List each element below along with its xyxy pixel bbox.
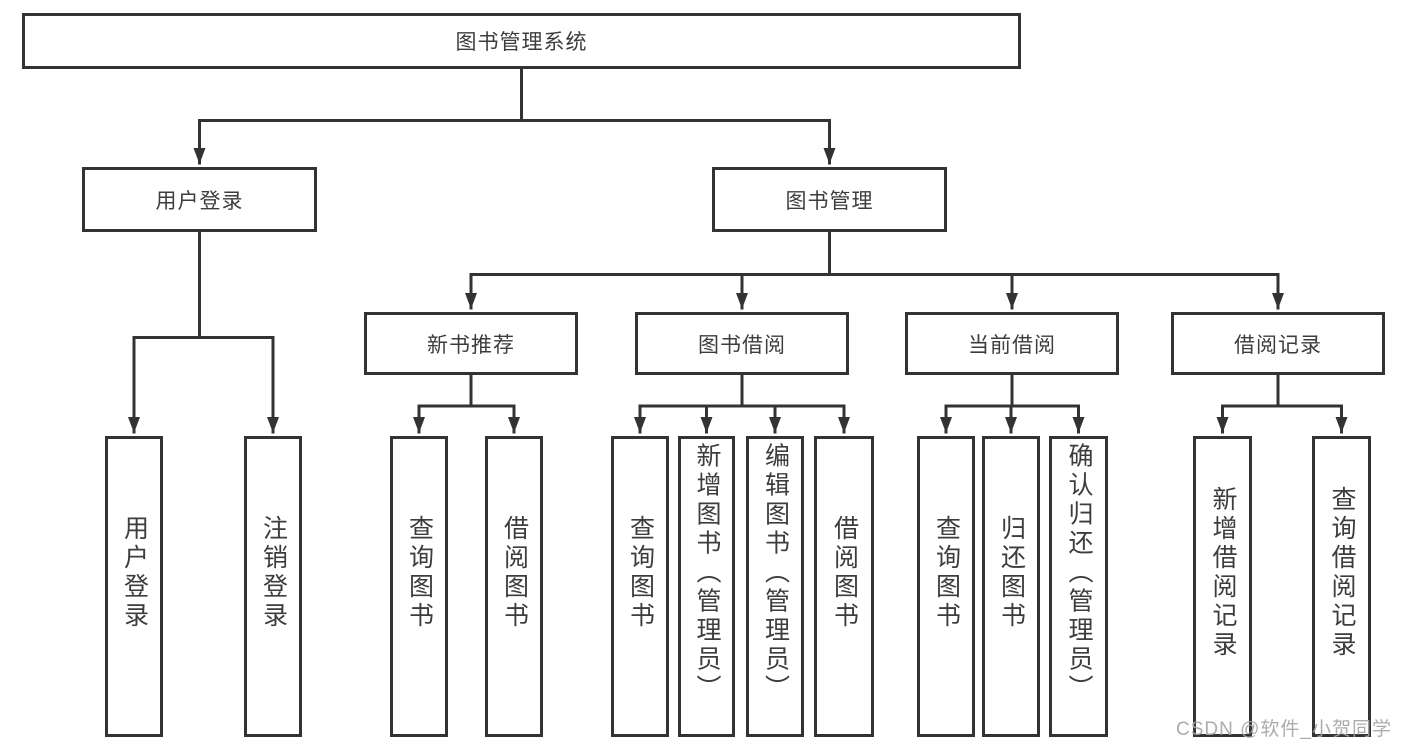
leaf-query-books-recommend-label: 查询图书 bbox=[405, 514, 434, 631]
leaf-query-books-borrowing: 查询图书 bbox=[611, 436, 669, 737]
leaf-borrow-books: 借阅图书 bbox=[814, 436, 874, 737]
node-user-login: 用户登录 bbox=[82, 167, 317, 232]
leaf-borrow-books-recommend-label: 借阅图书 bbox=[500, 514, 529, 631]
leaf-add-borrow-record: 新增借阅记录 bbox=[1193, 436, 1252, 737]
leaf-confirm-return-admin: 确认归还（管理员） bbox=[1049, 436, 1108, 737]
node-current-borrowing: 当前借阅 bbox=[905, 312, 1119, 375]
leaf-confirm-return-admin-label: 确认归还（管理员） bbox=[1065, 442, 1093, 703]
watermark: CSDN @软件_小贺同学 bbox=[1176, 719, 1392, 740]
leaf-borrow-books-label: 借阅图书 bbox=[830, 514, 859, 631]
leaf-logout-label: 注销登录 bbox=[259, 514, 288, 631]
leaf-add-borrow-record-label: 新增借阅记录 bbox=[1209, 485, 1237, 660]
leaf-return-books-label: 归还图书 bbox=[997, 514, 1026, 631]
leaf-borrow-books-recommend: 借阅图书 bbox=[485, 436, 543, 737]
leaf-query-borrow-record: 查询借阅记录 bbox=[1312, 436, 1371, 737]
leaf-return-books: 归还图书 bbox=[982, 436, 1040, 737]
leaf-edit-books-admin: 编辑图书（管理员） bbox=[746, 436, 804, 737]
node-borrowing-records: 借阅记录 bbox=[1171, 312, 1385, 375]
leaf-user-login-label: 用户登录 bbox=[120, 514, 149, 631]
node-library-management-system: 图书管理系统 bbox=[22, 13, 1021, 69]
node-book-borrowing: 图书借阅 bbox=[635, 312, 849, 375]
leaf-query-books-current-label: 查询图书 bbox=[932, 514, 961, 631]
leaf-user-login: 用户登录 bbox=[105, 436, 163, 737]
leaf-add-books-admin-label: 新增图书（管理员） bbox=[693, 442, 721, 703]
leaf-add-books-admin: 新增图书（管理员） bbox=[678, 436, 735, 737]
leaf-edit-books-admin-label: 编辑图书（管理员） bbox=[761, 442, 790, 703]
leaf-query-books-recommend: 查询图书 bbox=[390, 436, 448, 737]
leaf-query-borrow-record-label: 查询借阅记录 bbox=[1328, 485, 1356, 660]
leaf-query-books-current: 查询图书 bbox=[917, 436, 975, 737]
node-new-book-recommend: 新书推荐 bbox=[364, 312, 578, 375]
leaf-logout: 注销登录 bbox=[244, 436, 302, 737]
node-book-management: 图书管理 bbox=[712, 167, 947, 232]
leaf-query-books-borrowing-label: 查询图书 bbox=[626, 514, 655, 631]
